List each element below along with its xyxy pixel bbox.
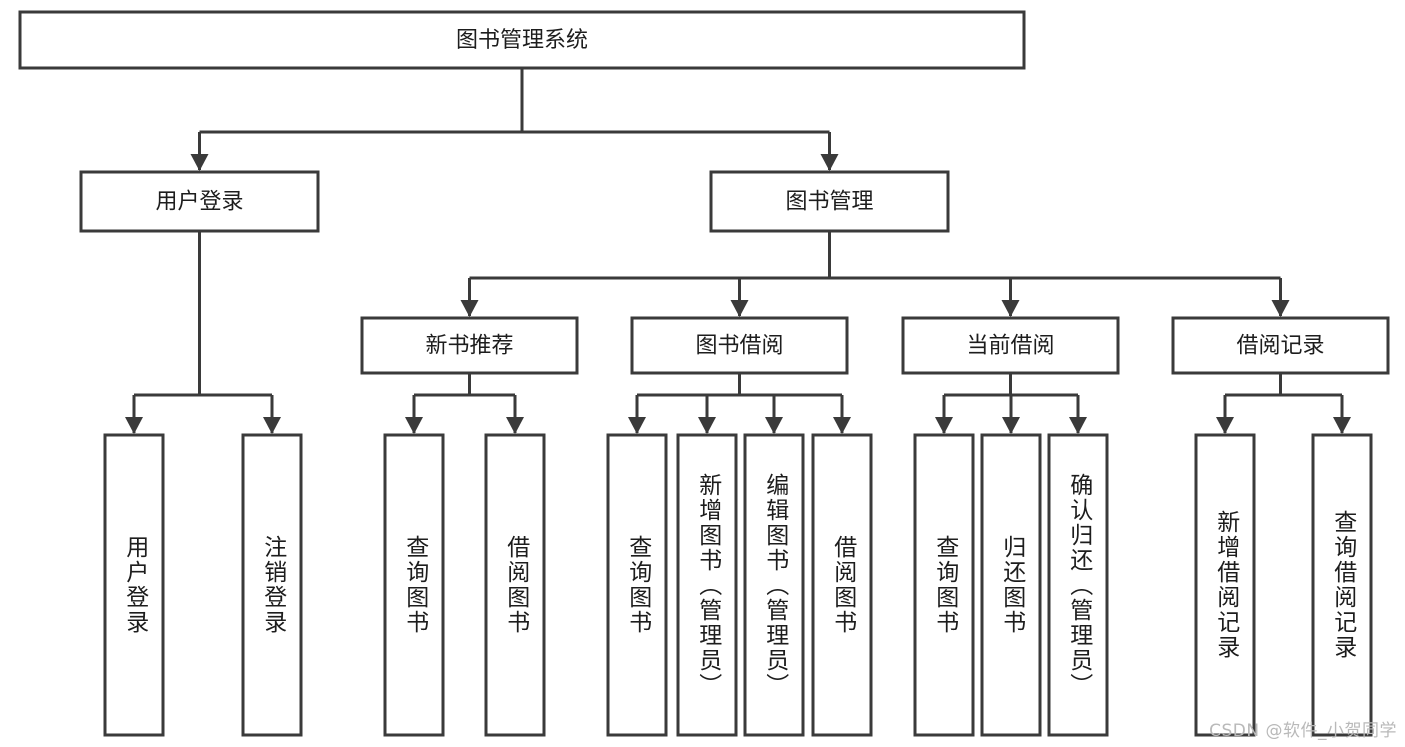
arrow-head — [833, 417, 851, 434]
node-box-book-borrow[interactable] — [630, 316, 849, 375]
arrow-head — [935, 417, 953, 434]
node-box-leaf-add-book[interactable] — [676, 433, 738, 737]
arrow-head — [698, 417, 716, 434]
arrow-head — [1216, 417, 1234, 434]
connectors-layer — [125, 68, 1351, 434]
arrow-head — [1069, 417, 1087, 434]
csdn-watermark: CSDN @软件_小贺同学 — [1209, 721, 1397, 741]
arrow-head — [765, 417, 783, 434]
node-box-leaf-query-book-rec[interactable] — [383, 433, 445, 737]
node-label-book-manage: 图书管理 — [785, 190, 873, 215]
arrow-head — [1271, 300, 1290, 317]
node-box-leaf-borrow-book-rec[interactable] — [484, 433, 546, 737]
arrow-head — [1333, 417, 1351, 434]
node-box-leaf-add-record[interactable] — [1194, 433, 1256, 737]
node-box-leaf-confirm-return[interactable] — [1047, 433, 1109, 737]
arrow-head — [1001, 300, 1020, 317]
node-box-leaf-query-book-borrow[interactable] — [606, 433, 668, 737]
node-box-leaf-query-record[interactable] — [1311, 433, 1373, 737]
node-box-leaf-logout[interactable] — [241, 433, 303, 737]
node-box-leaf-return-book[interactable] — [980, 433, 1042, 737]
node-box-borrow-record[interactable] — [1171, 316, 1390, 375]
arrow-head — [506, 417, 524, 434]
node-label-user-login: 用户登录 — [155, 190, 243, 215]
arrow-head — [190, 154, 209, 171]
arrow-head — [405, 417, 423, 434]
arrow-head — [730, 300, 749, 317]
node-box-leaf-query-book-current[interactable] — [913, 433, 975, 737]
arrow-head — [628, 417, 646, 434]
node-box-book-manage[interactable] — [709, 170, 950, 233]
node-label-new-book-rec: 新书推荐 — [425, 334, 513, 359]
node-boxes-layer — [18, 10, 1390, 737]
node-box-user-login[interactable] — [79, 170, 320, 233]
node-box-new-book-rec[interactable] — [360, 316, 579, 375]
arrow-head — [460, 300, 479, 317]
arrow-head — [1002, 417, 1020, 434]
node-box-leaf-edit-book[interactable] — [743, 433, 805, 737]
node-label-root: 图书管理系统 — [456, 28, 588, 53]
arrow-head — [820, 154, 839, 171]
arrow-head — [263, 417, 281, 434]
node-box-root[interactable] — [18, 10, 1026, 70]
node-box-leaf-borrow-book[interactable] — [811, 433, 873, 737]
node-box-current-borrow[interactable] — [901, 316, 1120, 375]
arrow-head — [125, 417, 143, 434]
node-box-leaf-user-login[interactable] — [103, 433, 165, 737]
node-label-book-borrow: 图书借阅 — [695, 334, 783, 359]
node-label-current-borrow: 当前借阅 — [966, 334, 1054, 359]
node-label-borrow-record: 借阅记录 — [1236, 334, 1324, 359]
